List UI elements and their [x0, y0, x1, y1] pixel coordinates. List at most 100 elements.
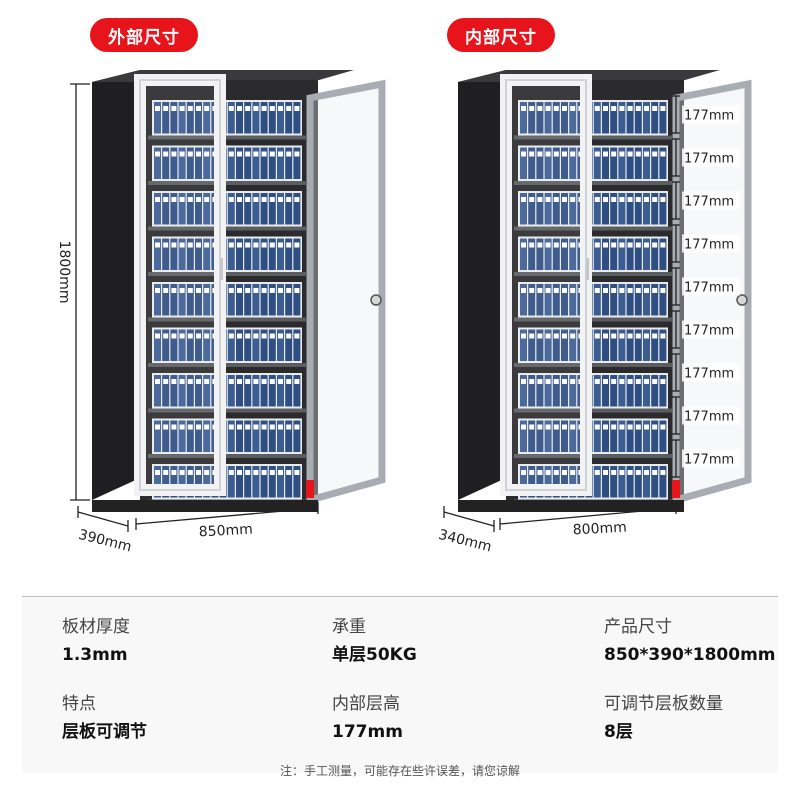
binder-label [163, 333, 169, 339]
binder [236, 238, 243, 270]
depth-dimension-line [77, 511, 129, 527]
binder [227, 329, 235, 361]
binder-label [537, 151, 543, 157]
binder-label [237, 106, 242, 111]
binder [260, 420, 268, 452]
binder-label [553, 288, 559, 293]
binder-label [627, 333, 633, 339]
shelf-board [148, 408, 306, 413]
binder-label [286, 333, 292, 339]
binder-label [619, 424, 625, 430]
binder [236, 193, 243, 225]
binder-label [611, 288, 617, 293]
binder-label [529, 151, 535, 157]
binder [154, 102, 161, 134]
binder-label [545, 151, 551, 157]
binder-label [660, 197, 666, 202]
binder [268, 375, 276, 407]
binder-label [294, 242, 300, 248]
binder-label [619, 151, 625, 157]
binder-label [537, 242, 543, 248]
binder-label [652, 424, 658, 430]
binder [170, 238, 178, 270]
shelf-board [148, 454, 306, 458]
binder [178, 420, 186, 452]
binder-label [562, 288, 567, 293]
binder [277, 329, 284, 361]
binder-label [171, 424, 177, 430]
binder-label [570, 151, 576, 157]
binder-label [570, 333, 576, 339]
binder [626, 193, 634, 225]
binder [659, 102, 667, 134]
base-marker [672, 480, 680, 498]
open-door [306, 79, 386, 505]
binder-label [627, 424, 633, 430]
binder [277, 102, 284, 134]
binder-label [253, 106, 259, 111]
binder-label [545, 333, 551, 339]
spec-label: 产品尺寸 [604, 617, 672, 637]
shelf-height-label: 177mm [684, 195, 734, 210]
binder-label [635, 379, 641, 384]
binder [602, 375, 609, 407]
spec-value: 单层50KG [332, 645, 417, 665]
binder-label [603, 151, 608, 157]
binder-label [228, 288, 234, 293]
binder [593, 147, 601, 179]
binder-label [545, 288, 551, 293]
binder [520, 466, 527, 498]
binder-label [529, 242, 535, 248]
binder-label [660, 106, 666, 111]
binder-label [545, 106, 551, 111]
binder [154, 284, 161, 316]
binder [520, 329, 527, 361]
binder-label [245, 242, 251, 248]
binder [236, 284, 243, 316]
binder [626, 466, 634, 498]
binder [544, 466, 552, 498]
binder [634, 375, 642, 407]
internal-dimension-lines [443, 95, 680, 532]
binder-label [187, 242, 193, 248]
binder [643, 193, 650, 225]
binder-label [594, 197, 600, 202]
binder-label [652, 470, 658, 475]
binder [186, 375, 194, 407]
binder-label [278, 470, 283, 475]
binder-label [562, 424, 567, 430]
binder [528, 193, 536, 225]
binder [178, 238, 186, 270]
binder [536, 329, 544, 361]
binder-label [611, 379, 617, 384]
binder [626, 284, 634, 316]
binder-label [644, 242, 649, 248]
binder [618, 466, 626, 498]
binder-label [619, 242, 625, 248]
binder-label [228, 379, 234, 384]
spec-shelf-count: 可调节层板数量 8层 [604, 692, 800, 745]
binder [260, 102, 268, 134]
binder-label [171, 288, 177, 293]
binder [536, 238, 544, 270]
binder [552, 147, 560, 179]
binder-label [179, 106, 185, 111]
binder-label [237, 151, 242, 157]
shelf-label-bg [682, 191, 740, 210]
binder [268, 329, 276, 361]
binder [618, 375, 626, 407]
shelf-board [148, 226, 306, 231]
binder [268, 102, 276, 134]
shelf-label-bg [682, 363, 740, 382]
binder [244, 147, 252, 179]
binder-label [187, 379, 193, 384]
binder [178, 284, 186, 316]
binder [252, 420, 260, 452]
binder [528, 147, 536, 179]
binder [651, 147, 659, 179]
binder-label [286, 424, 292, 430]
binder-label [545, 470, 551, 475]
binder [602, 102, 609, 134]
binder-label [619, 379, 625, 384]
binder-label [204, 106, 210, 111]
